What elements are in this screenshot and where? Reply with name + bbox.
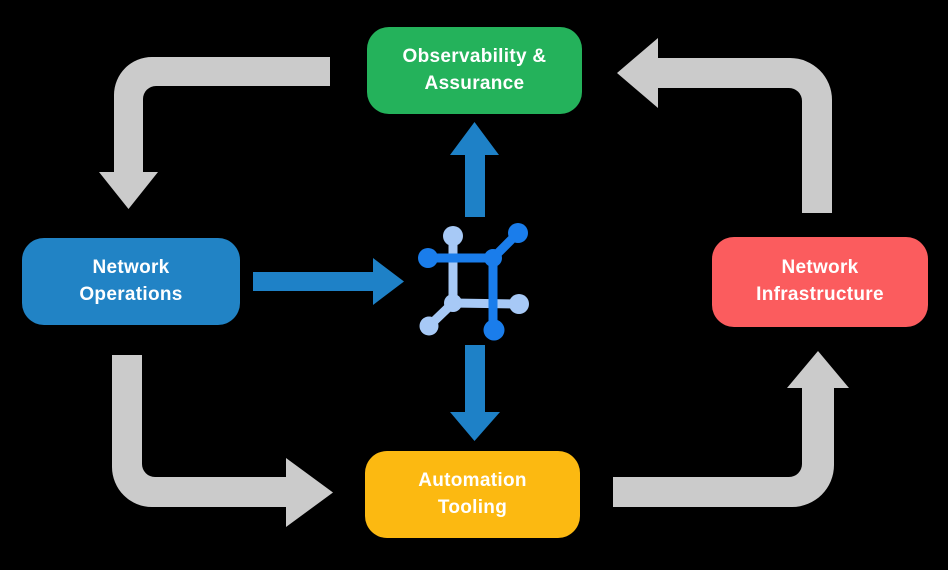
node-label: Observability & Assurance xyxy=(402,45,547,94)
arrow-infrastructure-to-observability xyxy=(617,38,832,213)
flow-arrows xyxy=(99,38,849,527)
accent-arrows xyxy=(253,122,500,441)
node-automation-tooling: Automation Tooling xyxy=(365,451,580,538)
node-label: Network Operations xyxy=(79,256,183,305)
network-mesh-icon xyxy=(418,223,529,341)
node-label: Automation Tooling xyxy=(418,469,527,518)
network-mesh-icon-dark-part xyxy=(418,223,528,341)
arrow-observability-to-operations xyxy=(99,57,330,209)
arrow-icon-to-observability xyxy=(450,122,499,217)
arrow-operations-to-icon xyxy=(253,258,404,305)
arrow-automation-to-infrastructure xyxy=(613,351,849,507)
node-network-operations: Network Operations xyxy=(22,238,240,325)
arrow-icon-to-automation xyxy=(450,345,500,441)
node-observability-assurance: Observability & Assurance xyxy=(367,27,582,114)
node-network-infrastructure: Network Infrastructure xyxy=(712,237,928,327)
node-label: Network Infrastructure xyxy=(756,257,884,305)
arrow-operations-to-automation xyxy=(112,355,333,527)
